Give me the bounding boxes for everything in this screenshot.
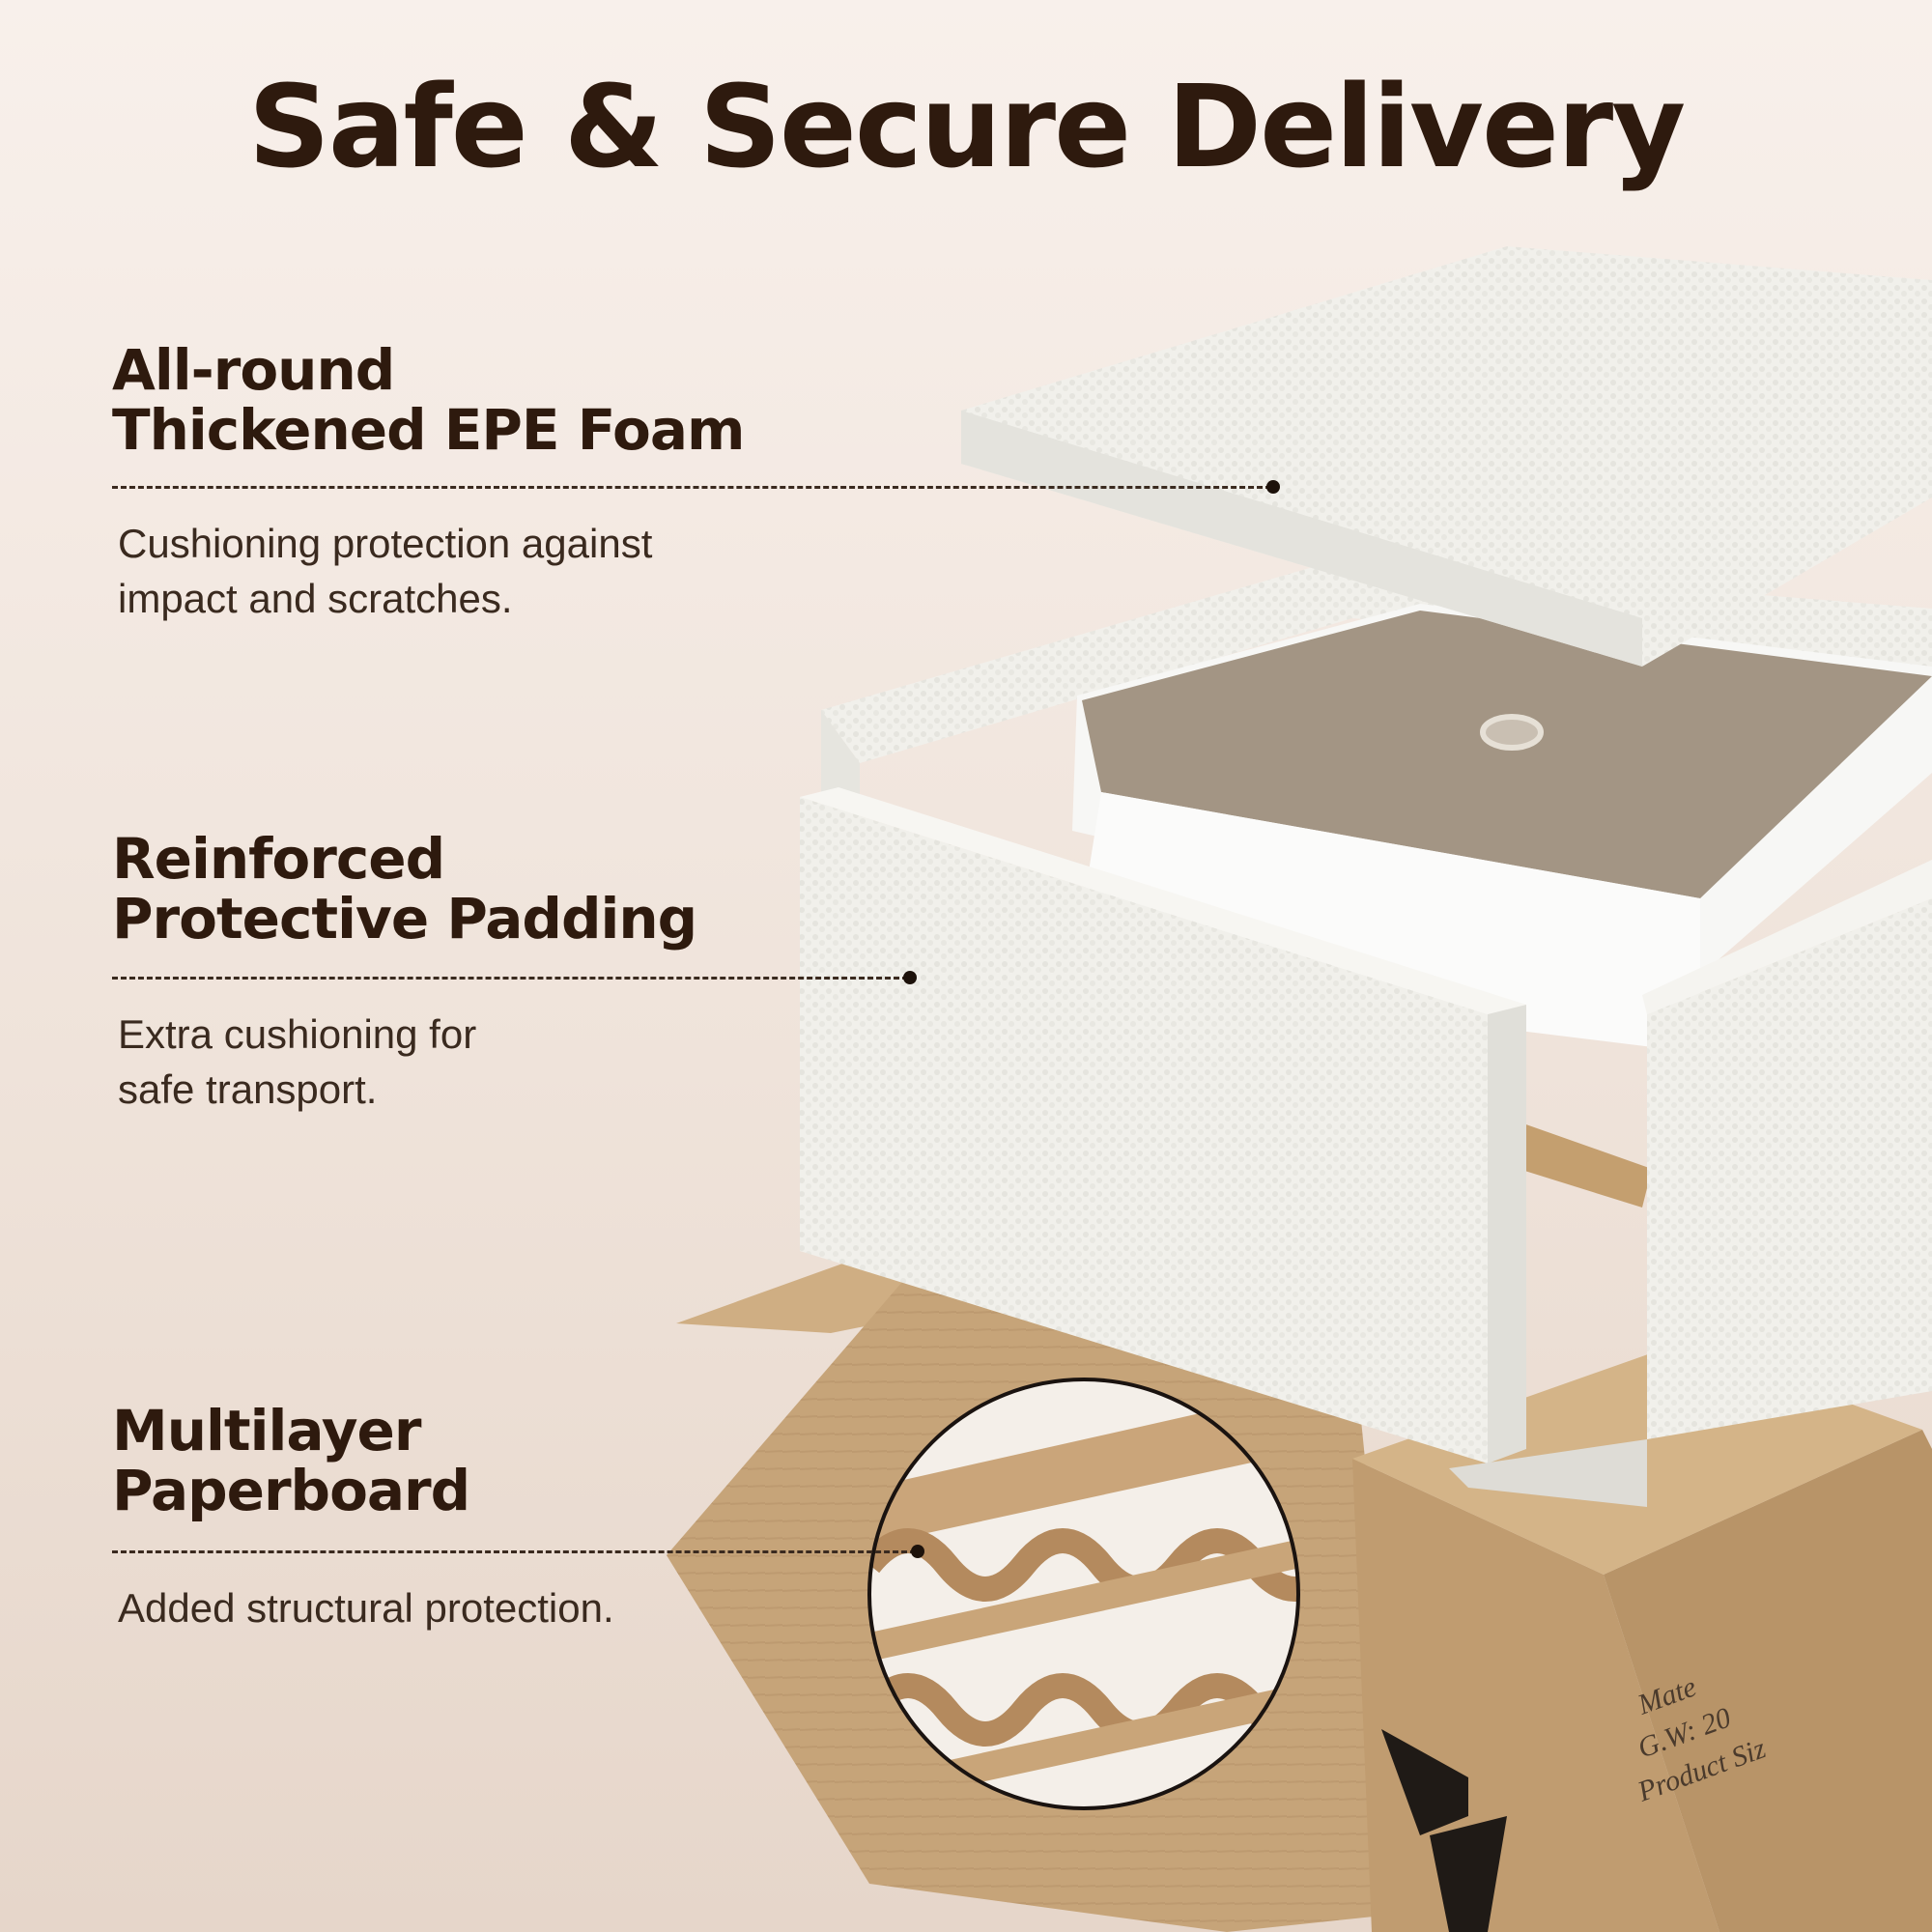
leader-dot [1266,480,1280,494]
feature-heading-line2: Protective Padding [112,886,697,952]
feature-heading-line2: Thickened EPE Foam [112,397,745,463]
leader-line-protective-padding [112,971,917,984]
foam-right-panel [1449,860,1932,1507]
feature-desc-line2: safe transport. [118,1066,378,1112]
feature-paperboard-description: Added structural protection. [118,1580,614,1635]
feature-protective-padding: Reinforced Protective Padding [112,826,697,952]
feature-heading-line1: Reinforced [112,826,445,892]
feature-epe-foam: All-round Thickened EPE Foam [112,337,745,463]
feature-heading-line2: Paperboard [112,1458,470,1523]
feature-desc-line1: Added structural protection. [118,1585,614,1631]
page-title: Safe & Secure Delivery [247,60,1686,193]
leader-line-epe-foam [112,480,1280,494]
feature-desc-line1: Extra cushioning for [118,1011,477,1057]
foam-front-panel [800,787,1526,1463]
leader-line-paperboard [112,1545,924,1558]
foam-top-lid [961,246,1932,667]
feature-epe-foam-description: Cushioning protection against impact and… [118,516,652,626]
feature-desc-line2: impact and scratches. [118,576,513,621]
corrugated-zoom-circle [867,1378,1300,1810]
feature-heading-line1: All-round [112,337,395,403]
feature-heading-line1: Multilayer [112,1398,421,1463]
feature-desc-line1: Cushioning protection against [118,521,653,566]
feature-protective-padding-description: Extra cushioning for safe transport. [118,1007,476,1117]
feature-multilayer-paperboard: Multilayer Paperboard [112,1398,470,1523]
leader-dot [903,971,917,984]
leader-dot [911,1545,924,1558]
